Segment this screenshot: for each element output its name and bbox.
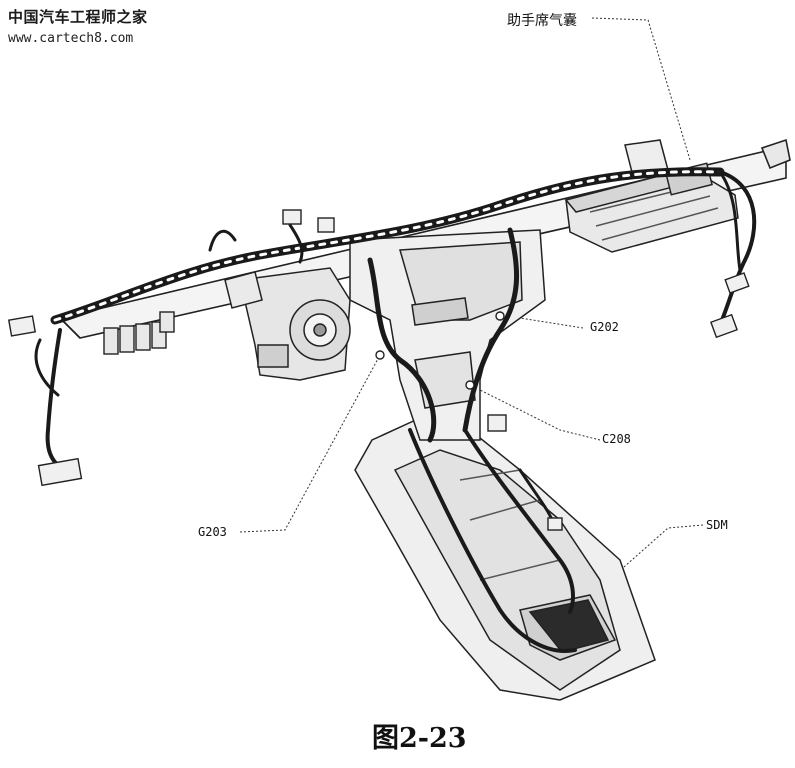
floor-console bbox=[354, 417, 656, 701]
leader-g203 bbox=[239, 354, 381, 533]
leader-airbag bbox=[591, 17, 691, 161]
label-sdm: SDM bbox=[704, 518, 730, 532]
label-c208: C208 bbox=[600, 432, 633, 446]
loose-connectors bbox=[7, 209, 750, 531]
ground-points bbox=[375, 311, 505, 390]
center-bracket bbox=[349, 229, 546, 441]
wire-harness bbox=[34, 167, 757, 653]
watermark-url: www.cartech8.com bbox=[8, 31, 134, 46]
figure-caption: 图2-23 bbox=[372, 723, 467, 754]
label-passenger-airbag: 助手席气囊 bbox=[505, 10, 579, 30]
label-g203: G203 bbox=[196, 525, 229, 539]
label-g202: G202 bbox=[588, 320, 621, 334]
steering-column bbox=[224, 267, 351, 381]
fuse-connectors bbox=[103, 311, 175, 355]
leader-c208 bbox=[469, 384, 601, 441]
airbag-module bbox=[564, 139, 739, 253]
watermark-title: 中国汽车工程师之家 bbox=[8, 8, 148, 26]
